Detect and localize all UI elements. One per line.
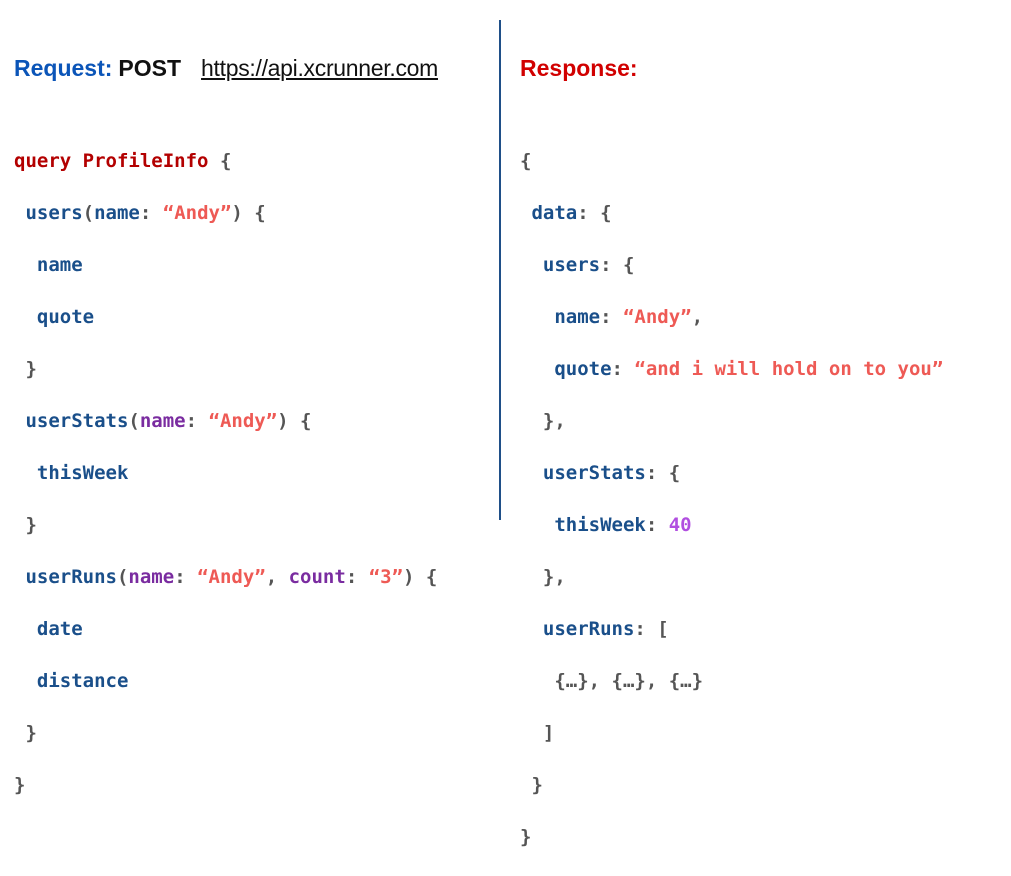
response-line-4: name: “Andy”, [554,306,704,328]
quote-value: “and i will hold on to you” [634,358,944,380]
response-line-6: }, [520,410,566,432]
userruns-key: userRuns [542,618,635,640]
userruns-arg-name: name [128,566,175,588]
users-field: users [25,202,83,224]
query-line-13: } [14,774,26,796]
response-line-10: userRuns: [ [542,618,669,640]
response-line-3: users: { [542,254,635,276]
userstats-arg-value: “Andy” [208,410,278,432]
response-line-8: thisWeek: 40 [554,514,692,536]
query-line-4: quote [14,304,437,330]
name-key: name [554,306,601,328]
query-line-10: date [14,616,437,642]
userruns-arg-name-value: “Andy” [197,566,266,588]
query-line-7: thisWeek [14,460,437,486]
users-key: users [542,254,601,276]
userruns-items: {…}, {…}, {…} [554,670,704,692]
graphql-query-block: query ProfileInfo { users(name: “Andy”) … [14,122,437,824]
userstats-key: userStats [542,462,646,484]
response-line-2: data: { [531,202,612,224]
query-line-2: users(name: “Andy”) { [25,202,266,224]
response-label: Response: [520,55,638,81]
response-line-9: }, [520,566,566,588]
users-selection-name: name [36,254,83,276]
userruns-arg-count: count [288,566,346,588]
userruns-arg-count-value: “3” [368,566,404,588]
operation-name: ProfileInfo [82,150,209,172]
userstats-field: userStats [25,410,129,432]
endpoint-url[interactable]: https://api.xcrunner.com [201,55,439,81]
users-arg-name: name [94,202,140,224]
response-line-11: {…}, {…}, {…} [520,668,943,694]
quote-key: quote [554,358,612,380]
json-response-block: { data: { users: { name: “Andy”, quote: … [520,122,943,876]
response-line-12: ] [520,722,555,744]
userruns-field: userRuns [25,566,117,588]
query-keyword: query [14,150,72,172]
thisweek-value: 40 [668,514,692,536]
data-key: data [531,202,578,224]
query-line-11: distance [14,668,437,694]
request-label: Request: [14,55,113,81]
response-line-5: quote: “and i will hold on to you” [554,358,944,380]
query-line-12: } [14,722,37,744]
userruns-selection-date: date [36,618,83,640]
query-line-3: name [14,252,437,278]
userstats-selection-thisweek: thisWeek [36,462,129,484]
query-line-9: userRuns(name: “Andy”, count: “3”) { [25,566,438,588]
userstats-arg-name: name [139,410,186,432]
response-line-7: userStats: { [542,462,681,484]
http-method: POST [118,55,182,81]
query-line-1: query ProfileInfo { [14,150,232,172]
response-header: Response: [520,55,638,82]
response-line-14: } [520,826,532,848]
users-arg-value: “Andy” [162,202,232,224]
query-line-8: } [14,514,37,536]
thisweek-key: thisWeek [554,514,646,536]
query-line-6: userStats(name: “Andy”) { [25,410,312,432]
name-value: “Andy” [622,306,692,328]
query-line-5: } [14,358,37,380]
users-selection-quote: quote [36,306,95,328]
response-line-13: } [520,774,543,796]
userruns-selection-distance: distance [36,670,129,692]
request-header: Request:POST https://api.xcrunner.com [14,55,438,82]
response-line-1: { [520,150,532,172]
panel-divider [499,20,501,520]
